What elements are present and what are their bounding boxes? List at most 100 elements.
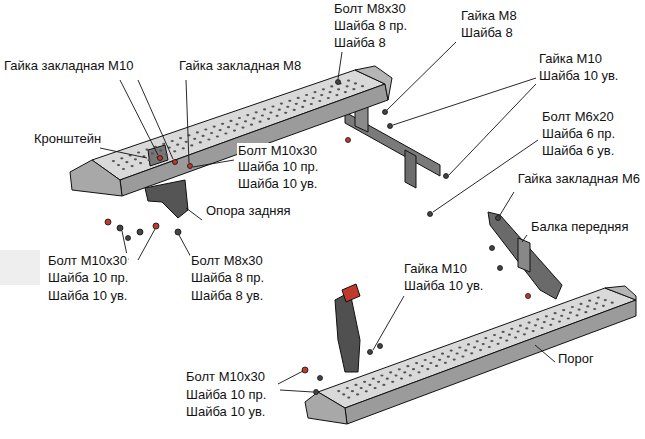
tread-hole: [351, 390, 354, 392]
part-label: Гайка закладная M10: [3, 58, 134, 73]
tread-hole: [276, 115, 279, 117]
tread-hole: [519, 325, 522, 327]
part-label: Шайба 6 ув.: [541, 143, 615, 158]
tread-hole: [363, 381, 366, 383]
part-label: Шайба 10 ув.: [47, 288, 129, 303]
tread-hole: [528, 322, 531, 324]
tread-hole: [517, 330, 520, 332]
tread-hole: [356, 393, 359, 395]
part-label: Шайба 8: [333, 35, 387, 50]
tread-hole: [441, 353, 444, 355]
tread-hole: [303, 100, 306, 102]
tread-hole: [216, 135, 219, 137]
tread-hole: [286, 106, 289, 108]
tread-hole: [562, 309, 565, 311]
tread-hole: [354, 384, 357, 386]
tread-hole: [259, 121, 262, 123]
tread-hole: [288, 100, 291, 102]
tread-hole: [412, 368, 415, 370]
tread-hole: [284, 112, 287, 114]
part-label: Шайба 10 ув.: [538, 68, 620, 83]
tread-hole: [233, 130, 236, 132]
tread-hole: [322, 88, 325, 90]
tread-hole: [112, 160, 115, 162]
part-label: Болт M8x30: [333, 1, 407, 16]
tread-hole: [579, 303, 582, 305]
part-label: Болт M8x30: [190, 253, 264, 268]
part-label: Шайба 10 ув.: [185, 404, 267, 419]
tread-hole: [297, 97, 300, 99]
tread-hole: [435, 365, 438, 367]
tread-hole: [540, 327, 543, 329]
tread-hole: [182, 147, 185, 149]
part-label: Шайба 8 пр.: [333, 18, 408, 33]
tread-hole: [372, 378, 375, 380]
tread-hole: [532, 330, 535, 332]
tread-hole: [293, 109, 296, 111]
tread-hole: [514, 336, 517, 338]
tread-hole: [346, 387, 349, 389]
tread-hole: [190, 144, 193, 146]
tread-hole: [499, 337, 502, 339]
tread-hole: [588, 300, 591, 302]
tread-hole: [467, 343, 470, 345]
part-label: Гайка закладная M6: [517, 171, 641, 186]
tread-hole: [525, 327, 528, 329]
tread-hole: [318, 100, 321, 102]
tread-hole: [278, 109, 281, 111]
part-label: Порог: [557, 351, 595, 366]
tread-hole: [429, 362, 432, 364]
tread-hole: [578, 309, 581, 311]
tread-hole: [122, 168, 125, 170]
tread-hole: [171, 140, 174, 142]
part-label: Шайба 8 ув.: [190, 288, 264, 303]
tread-hole: [354, 82, 357, 84]
part-label: Болт M10x30: [47, 253, 128, 268]
tread-hole: [523, 333, 526, 335]
tread-hole: [219, 129, 222, 131]
part-label: Гайка M10: [403, 261, 468, 276]
tread-hole: [263, 108, 266, 110]
tread-hole: [125, 161, 128, 163]
tread-hole: [337, 390, 340, 392]
tread-hole: [202, 135, 205, 137]
tread-hole: [271, 105, 274, 107]
grey-band: [0, 250, 40, 285]
tread-hole: [176, 144, 179, 146]
tread-hole: [267, 118, 270, 120]
tread-hole: [536, 318, 539, 320]
tread-hole: [301, 106, 304, 108]
part-label: Шайба 8 пр.: [190, 270, 265, 285]
tread-hole: [151, 152, 154, 154]
tread-hole: [456, 352, 459, 354]
tread-hole: [330, 85, 333, 87]
tread-hole: [280, 103, 283, 105]
tread-hole: [549, 324, 552, 326]
tread-hole: [295, 103, 298, 105]
tread-hole: [473, 346, 476, 348]
tread-hole: [252, 117, 255, 119]
part-label: Болт M6x20: [541, 109, 615, 124]
tread-hole: [250, 124, 253, 126]
tread-hole: [137, 151, 140, 153]
tread-hole: [179, 137, 182, 139]
tread-hole: [173, 150, 176, 152]
tread-hole: [117, 164, 120, 166]
tread-hole: [344, 91, 347, 93]
tread-hole: [398, 368, 401, 370]
tread-hole: [145, 149, 148, 151]
tread-hole: [227, 126, 230, 128]
tread-hole: [545, 315, 548, 317]
upper-step: [70, 66, 440, 218]
tread-hole: [470, 352, 473, 354]
tread-hole: [586, 305, 589, 307]
tread-hole: [558, 321, 561, 323]
tread-hole: [246, 114, 249, 116]
lower-step: [305, 212, 636, 424]
part-label: Шайба 10 пр.: [237, 159, 319, 174]
tread-hole: [261, 114, 264, 116]
tread-hole: [508, 334, 511, 336]
tread-hole: [464, 349, 467, 351]
tread-hole: [611, 302, 614, 304]
tread-hole: [238, 117, 241, 119]
